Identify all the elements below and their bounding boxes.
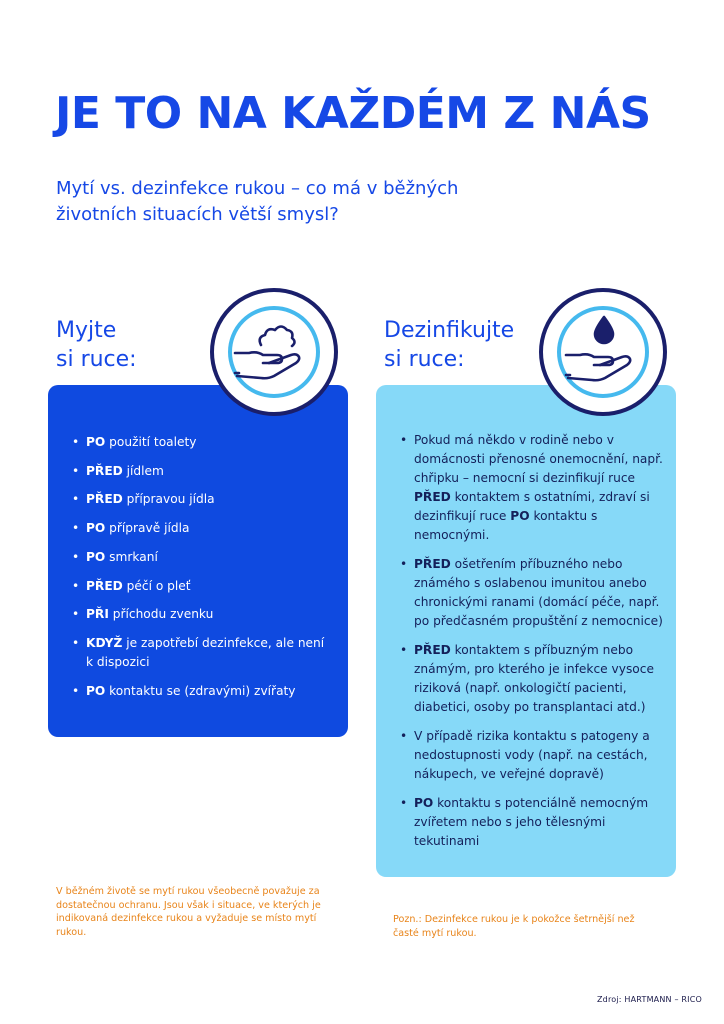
list-item: Pokud má někdo v rodině nebo v domácnost… xyxy=(398,431,668,545)
list-item: PŘED přípravou jídla xyxy=(70,490,335,509)
disinfect-heading-line2: si ruce: xyxy=(384,347,465,372)
list-item: PO použití toalety xyxy=(70,433,335,452)
wash-hands-heading: Myjte si ruce: xyxy=(56,316,137,374)
list-item: PŘED ošetřením příbuzného nebo známého s… xyxy=(398,555,668,631)
list-item: PŘED péčí o pleť xyxy=(70,577,335,596)
list-item: PŘI příchodu zvenku xyxy=(70,605,335,624)
list-item: PO přípravě jídla xyxy=(70,519,335,538)
disinfect-hands-heading: Dezinfikujte si ruce: xyxy=(384,316,514,374)
hand-with-soap-foam-icon xyxy=(210,288,338,416)
list-item: PO smrkaní xyxy=(70,548,335,567)
page-title: JE TO NA KAŽDÉM Z NÁS xyxy=(55,88,651,139)
list-item: PŘED jídlem xyxy=(70,462,335,481)
page-subtitle: Mytí vs. dezinfekce rukou – co má v běžn… xyxy=(56,178,459,225)
list-item: PO kontaktu se (zdravými) zvířaty xyxy=(70,682,335,701)
footnote-right: Pozn.: Dezinfekce rukou je k pokožce šet… xyxy=(393,914,635,939)
wash-hands-list: PO použití toalety PŘED jídlem PŘED příp… xyxy=(70,433,335,711)
list-item: KDYŽ je zapotřebí dezinfekce, ale není k… xyxy=(70,634,335,672)
wash-heading-line2: si ruce: xyxy=(56,347,137,372)
list-item: V případě rizika kontaktu s patogeny a n… xyxy=(398,727,668,784)
disinfect-hands-card: Pokud má někdo v rodině nebo v domácnost… xyxy=(376,385,676,877)
hand-with-drop-icon xyxy=(539,288,667,416)
wash-hands-card: PO použití toalety PŘED jídlem PŘED příp… xyxy=(48,385,348,737)
wash-heading-line1: Myjte xyxy=(56,318,117,343)
list-item: PO kontaktu s potenciálně nemocným zvíře… xyxy=(398,794,668,851)
list-item: PŘED kontaktem s příbuzným nebo známým, … xyxy=(398,641,668,717)
disinfect-heading-line1: Dezinfikujte xyxy=(384,318,515,343)
footnote-left: V běžném životě se mytí rukou všeobecně … xyxy=(56,886,321,938)
disinfect-hands-list: Pokud má někdo v rodině nebo v domácnost… xyxy=(398,431,668,861)
source-credit: Zdroj: HARTMANN – RICO xyxy=(596,995,702,1004)
